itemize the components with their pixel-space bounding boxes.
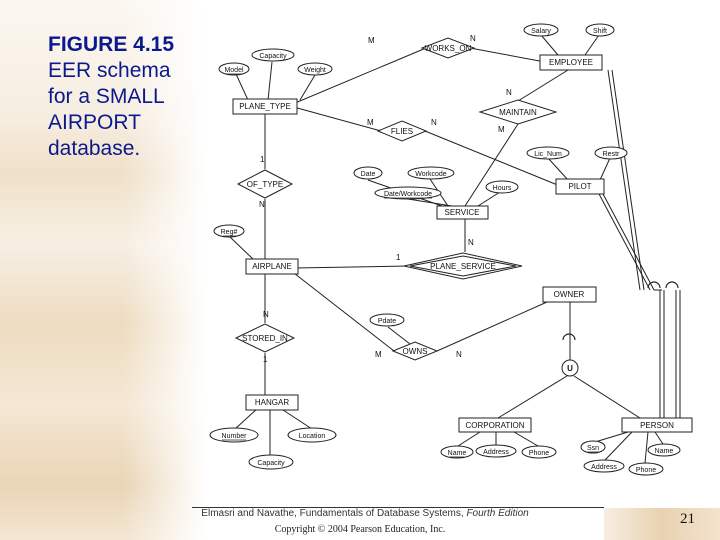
entity-hangar-label: HANGAR: [255, 398, 289, 407]
entity-boxes: [233, 55, 692, 432]
card-ps-n: N: [468, 238, 474, 247]
attr-date-label: Date: [361, 171, 376, 178]
subset-symbol-icon: [563, 334, 575, 340]
rel-owns-label: OWNS: [403, 347, 428, 356]
card-works-on-m: M: [368, 36, 375, 45]
attr-workcode-label: Workcode: [415, 171, 446, 178]
attr-name-p-label: Name: [655, 448, 674, 455]
card-owns-m: M: [375, 350, 382, 359]
card-maintain-n: N: [506, 88, 512, 97]
attr-model-label: Model: [224, 67, 244, 74]
attr-lic-num-label: Lic_Num: [534, 151, 562, 158]
card-owns-n: N: [456, 350, 462, 359]
attr-name-c-label: Name: [448, 450, 467, 457]
copyright: Copyright © 2004 Pearson Education, Inc.: [200, 524, 520, 535]
entity-plane-type-label: PLANE_TYPE: [239, 102, 291, 111]
rel-plane-service-label: PLANE_SERVICE: [430, 262, 496, 271]
citation-text: Elmasri and Navathe, Fundamentals of Dat…: [201, 508, 466, 519]
attr-phone-c-label: Phone: [529, 450, 549, 457]
entity-person-label: PERSON: [640, 421, 674, 430]
card-of-type-n: N: [259, 200, 265, 209]
entity-labels: EMPLOYEE PLANE_TYPE PILOT SERVICE AIRPLA…: [239, 58, 674, 430]
relationship-labels: WORKS_ON MAINTAIN FLIES OF_TYPE PLANE_SE…: [242, 44, 573, 373]
entity-employee-label: EMPLOYEE: [549, 58, 593, 67]
rel-of-type-label: OF_TYPE: [247, 180, 283, 189]
card-ps-1: 1: [396, 253, 401, 262]
card-flies-m: M: [367, 118, 374, 127]
attr-capacity-h-label: Capacity: [257, 460, 285, 467]
attr-pdate-label: Pdate: [378, 318, 396, 325]
attr-restr-label: Restr: [603, 151, 620, 158]
rel-maintain-label: MAINTAIN: [499, 108, 537, 117]
card-of-type-1: 1: [260, 155, 265, 164]
page-number: 21: [680, 511, 695, 528]
card-maintain-m: M: [498, 125, 505, 134]
card-works-on-n: N: [470, 34, 476, 43]
card-stored-1: 1: [263, 355, 268, 364]
attr-weight-label: Weight: [304, 67, 326, 74]
attr-address-p-label: Address: [591, 464, 617, 471]
attr-capacity-pt-label: Capacity: [259, 53, 287, 60]
rel-flies-label: FLIES: [391, 127, 413, 136]
subset-symbol-icon: [666, 282, 678, 288]
attr-shift-label: Shift: [593, 28, 607, 35]
entity-airplane-label: AIRPLANE: [252, 262, 292, 271]
card-flies-n: N: [431, 118, 437, 127]
entity-pilot-label: PILOT: [568, 182, 591, 191]
citation: Elmasri and Navathe, Fundamentals of Dat…: [180, 508, 550, 519]
rel-works-on-label: WORKS_ON: [425, 44, 472, 53]
attr-address-c-label: Address: [483, 449, 509, 456]
attr-salary-label: Salary: [531, 28, 551, 35]
union-label: U: [567, 364, 573, 373]
rel-stored-in-label: STORED_IN: [242, 334, 288, 343]
citation-edition: Fourth Edition: [466, 508, 528, 519]
attr-date-workcode-label: Date/Workcode: [384, 191, 432, 198]
entity-service-label: SERVICE: [445, 208, 480, 217]
desert-strip: [604, 508, 720, 540]
entity-owner-label: OWNER: [554, 290, 585, 299]
entity-corporation-label: CORPORATION: [466, 421, 525, 430]
attr-reg-label: Reg#: [221, 229, 238, 236]
attr-ssn-label: Ssn: [587, 445, 599, 452]
card-stored-n: N: [263, 310, 269, 319]
attr-location-label: Location: [299, 433, 326, 440]
attr-phone-p-label: Phone: [636, 467, 656, 474]
attr-number-label: Number: [222, 433, 248, 440]
relationship-diamonds: [236, 38, 578, 376]
attr-hours-label: Hours: [493, 185, 512, 192]
